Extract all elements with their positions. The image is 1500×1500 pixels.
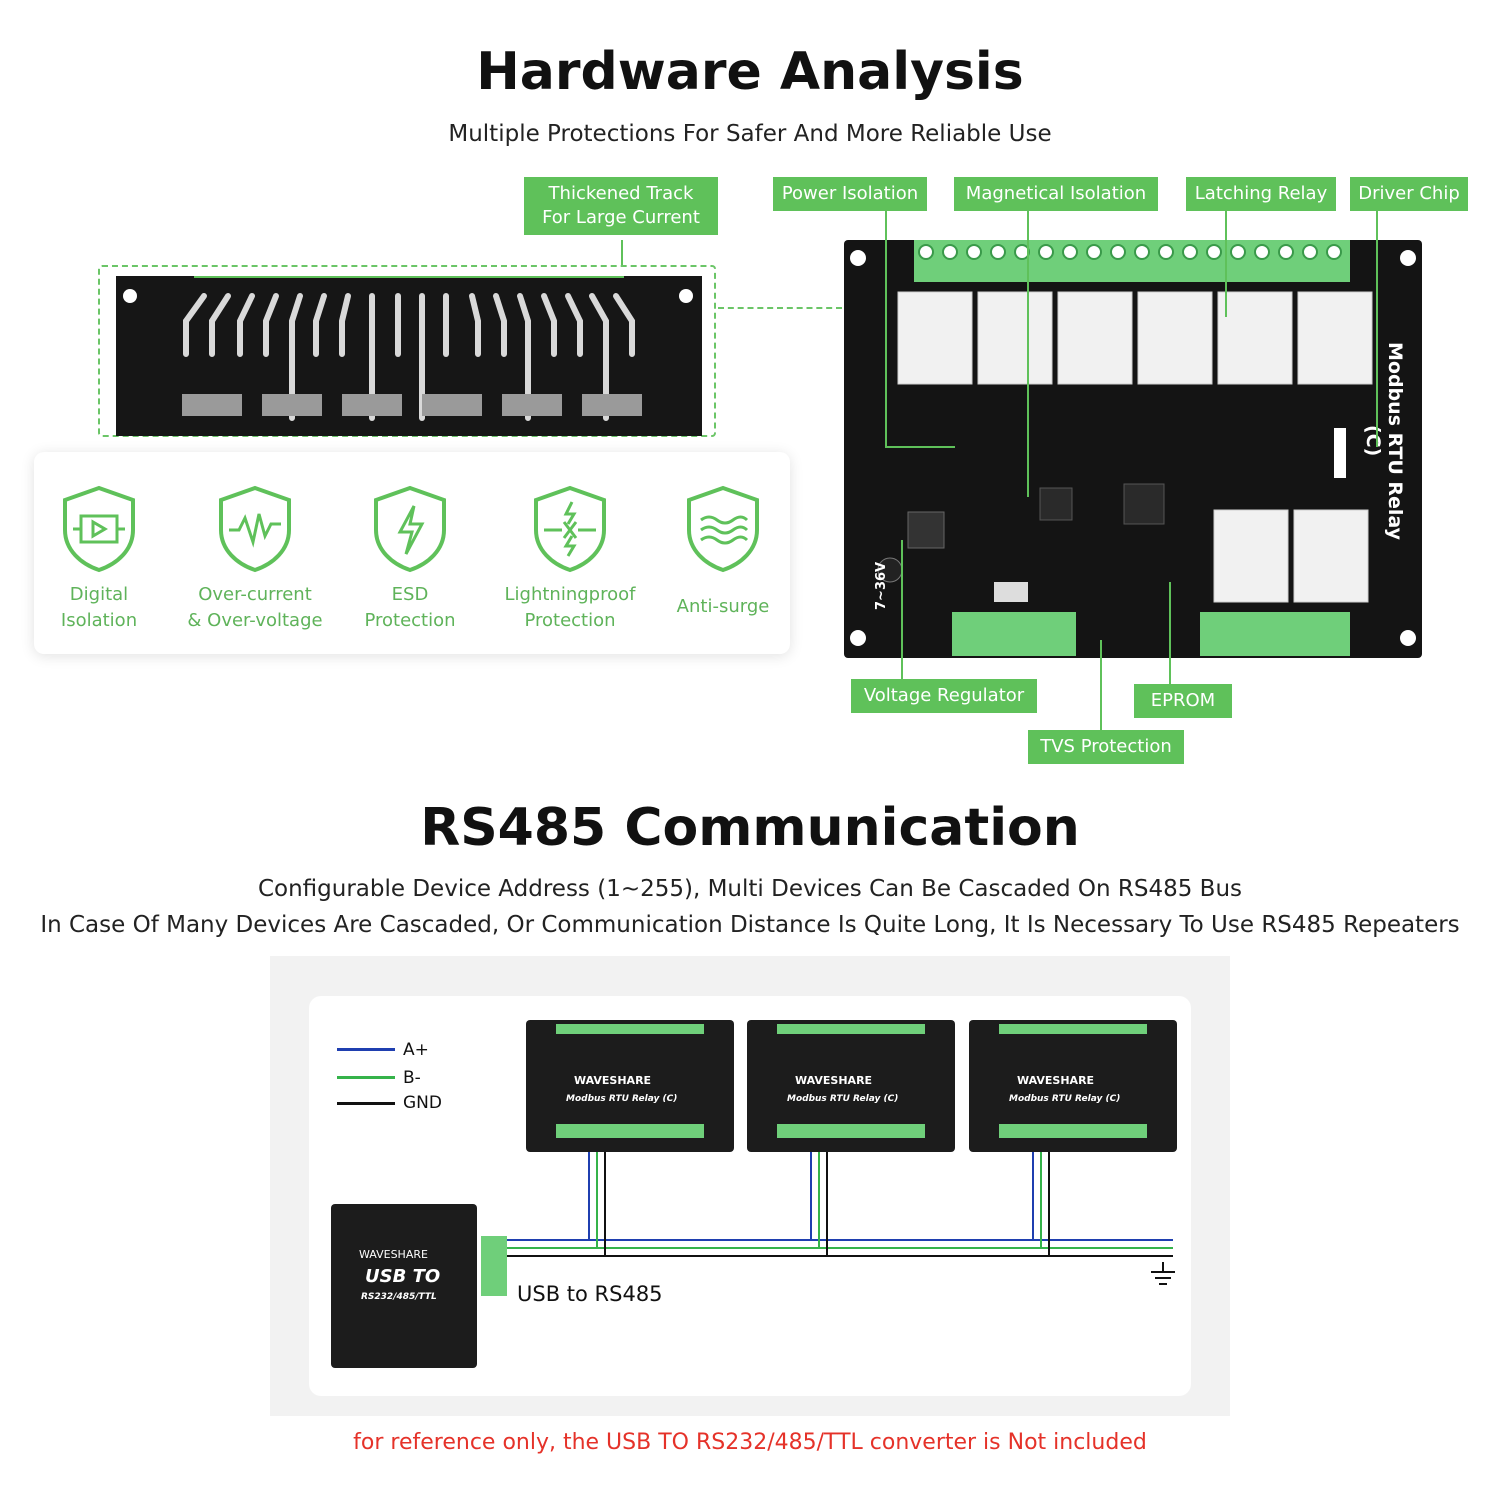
voltage-regulator-leader	[901, 540, 903, 680]
relay-device-3: WAVESHARE Modbus RTU Relay (C)	[969, 1020, 1177, 1152]
feature-lightningproof: Lightningproof Protection	[490, 484, 650, 634]
digital-isolation-icon	[63, 485, 135, 573]
protection-features-card: Digital Isolation Over-current & Over-vo…	[34, 452, 790, 654]
feature-label-line1: Digital	[69, 584, 129, 605]
converter-caption: USB to RS485	[517, 1282, 663, 1306]
device-brand: WAVESHARE	[795, 1074, 873, 1087]
rs485-bus-wiring	[489, 1146, 1175, 1285]
feature-label-line2: Protection	[524, 610, 616, 631]
feature-label-line1: ESD	[391, 584, 429, 605]
relay-device-2: WAVESHARE Modbus RTU Relay (C)	[747, 1020, 955, 1152]
strip-connector-line	[718, 307, 842, 309]
track-tag-line2: For Large Current	[542, 207, 700, 228]
converter-title1: USB TO	[365, 1266, 441, 1287]
device-terminal-top	[777, 1024, 925, 1034]
tag-eprom: EPROM	[1134, 684, 1232, 718]
pcb-traces-illustration	[123, 272, 693, 421]
feature-label-line2: Protection	[364, 610, 456, 631]
overcurrent-icon	[219, 485, 291, 573]
tag-magnetical-isolation: Magnetical Isolation	[954, 177, 1158, 211]
rs485-line2: In Case Of Many Devices Are Cascaded, Or…	[40, 912, 1460, 938]
feature-label-line1: Over-current	[198, 584, 312, 605]
wiring-diagram-card: A+ B- GND WAVESHARE Modbus RTU Relay (C)	[309, 996, 1191, 1396]
device-name: Modbus RTU Relay (C)	[1009, 1094, 1121, 1104]
tag-power-isolation: Power Isolation	[773, 177, 927, 211]
device-name: Modbus RTU Relay (C)	[566, 1094, 678, 1104]
hardware-subtitle: Multiple Protections For Safer And More …	[448, 121, 1052, 147]
voltage-marking: 7~36V	[874, 561, 889, 610]
legend-gnd-line	[337, 1102, 395, 1105]
device-terminal-bottom	[999, 1124, 1147, 1138]
rs485-title: RS485 Communication	[420, 798, 1080, 858]
track-tag-leader	[621, 240, 623, 266]
relay-device-1: WAVESHARE Modbus RTU Relay (C)	[526, 1020, 734, 1152]
device-brand: WAVESHARE	[574, 1074, 652, 1087]
converter-brand: WAVESHARE	[359, 1248, 428, 1261]
relay-board-front: Modbus RTU Relay (C) 7~36V	[844, 240, 1422, 658]
feature-esd: ESD Protection	[335, 484, 485, 634]
device-terminal-top	[556, 1024, 704, 1034]
power-isolation-leader	[885, 211, 887, 447]
feature-label-line1: Lightningproof	[504, 584, 636, 605]
pcb-back-image	[116, 272, 702, 436]
device-brand: WAVESHARE	[1017, 1074, 1095, 1087]
tag-driver-chip: Driver Chip	[1350, 177, 1468, 211]
esd-icon	[374, 485, 446, 573]
magnetical-isolation-leader	[1027, 211, 1029, 497]
converter-terminal	[481, 1236, 507, 1296]
hardware-title: Hardware Analysis	[476, 42, 1024, 102]
track-tag: Thickened Track For Large Current	[524, 177, 718, 235]
feature-digital-isolation: Digital Isolation	[24, 484, 174, 634]
feature-label-line1: Anti-surge	[676, 596, 770, 617]
tag-voltage-regulator: Voltage Regulator	[851, 679, 1037, 713]
feature-label-line2: & Over-voltage	[187, 610, 323, 631]
usb-rs485-converter: WAVESHARE USB TO RS232/485/TTL	[331, 1204, 507, 1368]
legend-a-label: A+	[403, 1040, 429, 1060]
eprom-leader	[1169, 582, 1171, 684]
device-name: Modbus RTU Relay (C)	[787, 1094, 899, 1104]
legend-a-line	[337, 1048, 395, 1051]
footer-note: for reference only, the USB TO RS232/485…	[353, 1430, 1147, 1455]
tvs-leader	[1100, 640, 1102, 730]
track-highlight-box	[98, 265, 716, 437]
device-terminal-bottom	[777, 1124, 925, 1138]
feature-anti-surge: Anti-surge	[648, 484, 798, 620]
lightningproof-icon	[534, 485, 606, 573]
legend-gnd-label: GND	[403, 1093, 442, 1113]
board-silkscreen-label: Modbus RTU Relay (C)	[1362, 341, 1406, 541]
latching-relay-leader	[1225, 211, 1227, 317]
tag-tvs-protection: TVS Protection	[1028, 730, 1184, 764]
anti-surge-icon	[687, 485, 759, 573]
legend-b-line	[337, 1076, 395, 1079]
tag-latching-relay: Latching Relay	[1186, 177, 1336, 211]
legend-b-label: B-	[403, 1068, 421, 1088]
feature-overcurrent: Over-current & Over-voltage	[180, 484, 330, 634]
rs485-line1: Configurable Device Address (1~255), Mul…	[257, 876, 1243, 902]
driver-chip-leader	[1376, 211, 1378, 447]
device-terminal-bottom	[556, 1124, 704, 1138]
power-isolation-leader-h	[885, 446, 955, 448]
device-terminal-top	[999, 1024, 1147, 1034]
relay-board-illustration	[850, 240, 1416, 656]
track-tag-line1: Thickened Track	[548, 183, 694, 204]
converter-title2: RS232/485/TTL	[361, 1292, 437, 1302]
feature-label-line2: Isolation	[60, 610, 138, 631]
